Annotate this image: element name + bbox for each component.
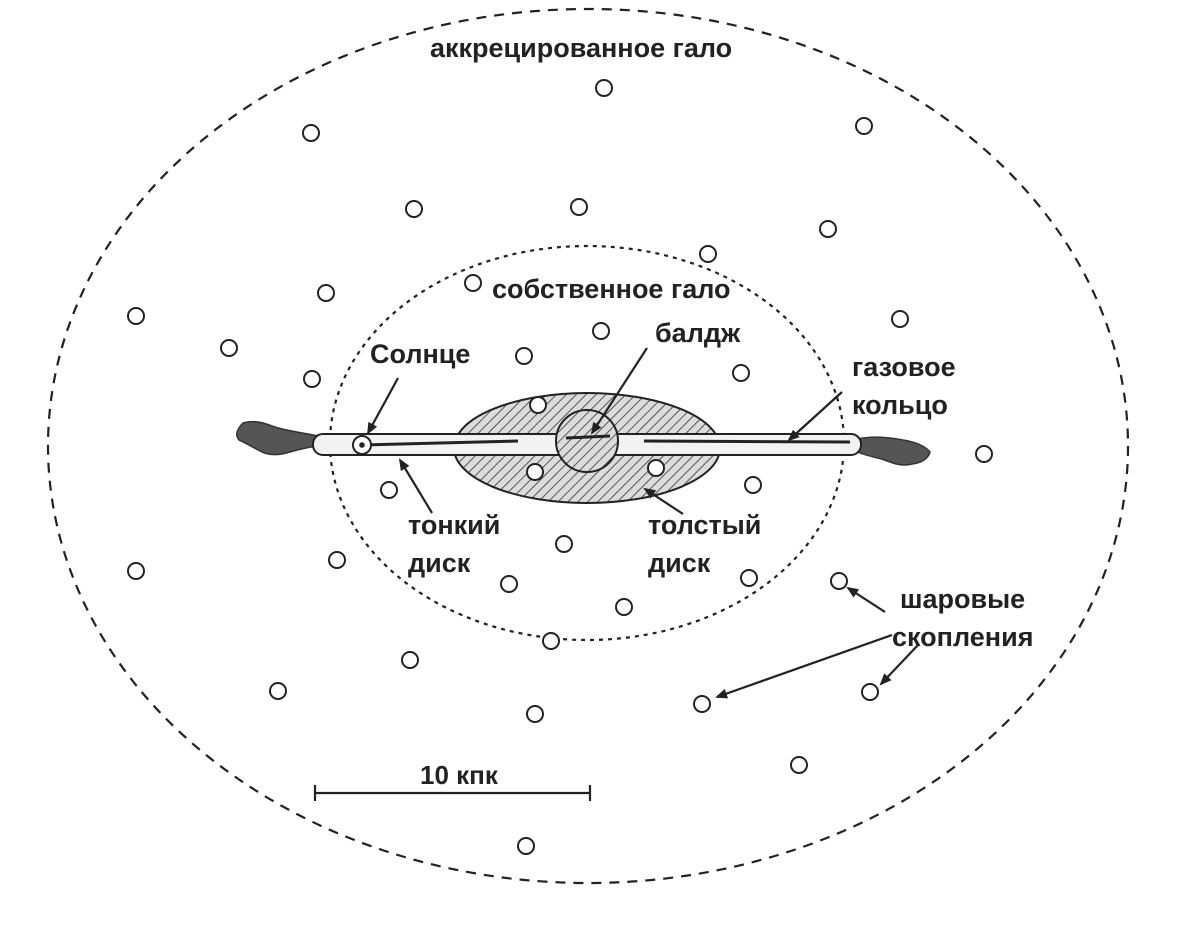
cluster-marker — [517, 837, 535, 855]
bulge-bar-line — [565, 434, 611, 440]
sun-marker-dot — [359, 442, 365, 448]
cluster-marker — [526, 705, 544, 723]
gas-ring-label-line1: газовое — [852, 352, 956, 382]
cluster-marker — [975, 445, 993, 463]
globular-label-line1: шаровые — [900, 584, 1025, 614]
thin-disk-label-line1: тонкий — [408, 510, 500, 540]
accreted-halo-outline — [46, 7, 1130, 885]
thick-disk-leader-arrow — [643, 487, 684, 515]
cluster-marker — [592, 322, 610, 340]
disk-inner-line-left — [361, 439, 519, 447]
cluster-marker — [615, 598, 633, 616]
cluster-marker — [380, 481, 398, 499]
cluster-marker — [269, 682, 287, 700]
cluster-marker — [328, 551, 346, 569]
globular-leader-arrow-2 — [715, 633, 893, 699]
disk-inner-line-right — [643, 439, 851, 444]
thin-disk-label-line2: диск — [408, 548, 471, 578]
cluster-marker — [127, 307, 145, 325]
cluster-marker — [515, 347, 533, 365]
globular-leader-arrow-1 — [846, 586, 886, 613]
cluster-marker — [405, 200, 423, 218]
cluster-marker — [302, 124, 320, 142]
gas-ring-right-shape — [857, 436, 931, 466]
thick-disk-label-line1: толстый — [648, 510, 761, 540]
globular-clusters — [127, 79, 993, 855]
cluster-marker — [732, 364, 750, 382]
gas-ring-label-line2: кольцо — [852, 390, 948, 420]
cluster-marker — [570, 198, 588, 216]
cluster-marker — [542, 632, 560, 650]
cluster-marker — [529, 396, 547, 414]
cluster-marker — [401, 651, 419, 669]
cluster-marker — [861, 683, 879, 701]
globular-leader-arrow-3 — [879, 644, 919, 686]
thick-disk-label-line2: диск — [648, 548, 711, 578]
gas-ring-leader-arrow — [787, 391, 843, 442]
bulge-shape — [555, 409, 619, 473]
cluster-marker — [647, 459, 665, 477]
scale-bar — [313, 785, 592, 801]
cluster-marker — [744, 476, 762, 494]
sun-leader-arrow — [367, 377, 399, 435]
cluster-marker — [127, 562, 145, 580]
gas-ring-left-shape — [236, 420, 319, 456]
accreted-halo-label: аккрецированное гало — [430, 33, 732, 63]
globular-label-line2: скопления — [892, 622, 1033, 652]
cluster-marker — [317, 284, 335, 302]
cluster-marker — [464, 274, 482, 292]
cluster-marker — [303, 370, 321, 388]
cluster-marker — [891, 310, 909, 328]
bulge-label: балдж — [655, 318, 741, 348]
bulge-leader-arrow — [590, 347, 648, 435]
cluster-marker — [790, 756, 808, 774]
cluster-marker — [855, 117, 873, 135]
cluster-marker — [555, 535, 573, 553]
sun-label: Солнце — [370, 339, 470, 369]
cluster-marker — [819, 220, 837, 238]
cluster-marker — [740, 569, 758, 587]
cluster-marker — [595, 79, 613, 97]
cluster-marker — [500, 575, 518, 593]
cluster-marker — [830, 572, 848, 590]
thin-disk-leader-arrow — [398, 458, 433, 514]
cluster-marker — [220, 339, 238, 357]
cluster-marker — [526, 463, 544, 481]
cluster-marker — [693, 695, 711, 713]
own-halo-label: собственное гало — [492, 274, 731, 304]
scale-bar-label: 10 кпк — [420, 760, 499, 790]
cluster-marker — [699, 245, 717, 263]
